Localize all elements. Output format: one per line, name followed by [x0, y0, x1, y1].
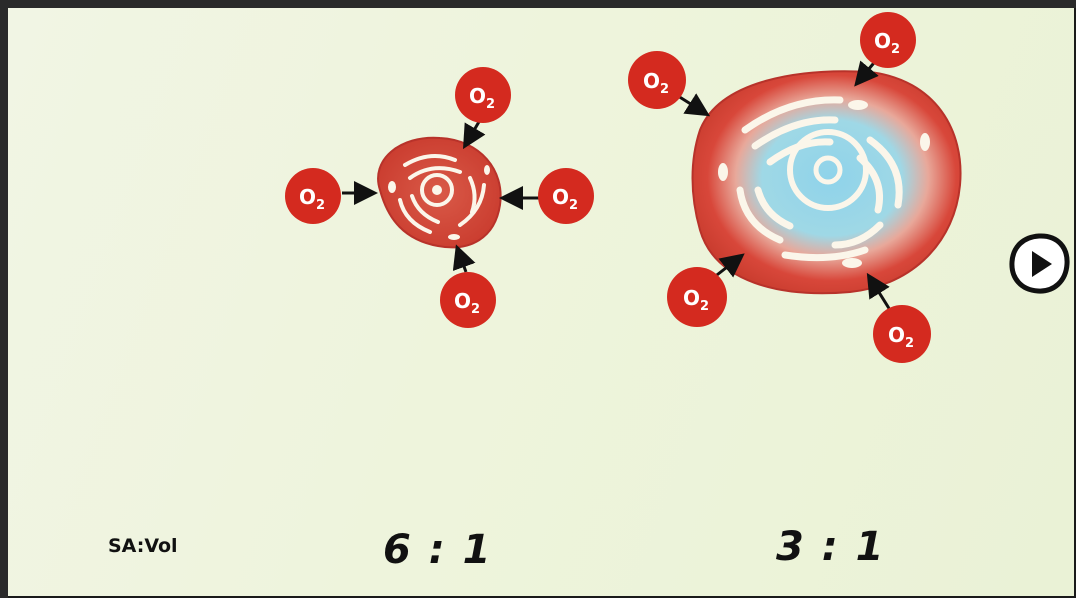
o2-molecule: O 2	[285, 168, 341, 224]
o2-molecule: O 2	[440, 272, 496, 328]
o2-subscript: 2	[891, 42, 900, 57]
o2-molecule: O 2	[538, 168, 594, 224]
o2-subscript: 2	[660, 82, 669, 97]
o2-label: O	[552, 185, 569, 209]
small-cell-organelles	[398, 154, 486, 234]
small-nucleus	[420, 173, 454, 207]
diagram: O 2 O 2 O 2 O 2 O 2 O 2 O	[285, 12, 962, 363]
o2-molecule: O 2	[667, 267, 727, 327]
o2-label: O	[683, 286, 700, 310]
o2-molecule: O 2	[860, 12, 916, 68]
o2-label: O	[454, 289, 471, 313]
small-cell-arrows	[342, 119, 540, 273]
o2-subscript: 2	[569, 198, 578, 213]
o2-subscript: 2	[700, 299, 709, 314]
slide-canvas: O 2 O 2 O 2 O 2 O 2 O 2 O	[8, 8, 1074, 596]
small-cell	[377, 136, 502, 249]
o2-molecule: O 2	[455, 67, 511, 123]
o2-subscript: 2	[471, 302, 480, 317]
o2-label: O	[469, 84, 486, 108]
o2-subscript: 2	[905, 336, 914, 351]
o2-label: O	[643, 69, 660, 93]
large-nucleus	[787, 129, 869, 211]
o2-molecule: O 2	[873, 305, 931, 363]
o2-label: O	[874, 29, 891, 53]
play-button[interactable]	[1006, 231, 1072, 297]
large-cell	[691, 70, 962, 295]
sa-vol-label: SA:Vol	[108, 535, 178, 557]
large-cell-ratio: 3 : 1	[776, 524, 886, 570]
small-cell-ratio: 6 : 1	[383, 527, 493, 573]
frame-border-top	[0, 0, 1076, 8]
o2-subscript: 2	[486, 97, 495, 112]
play-icon	[1009, 233, 1070, 294]
o2-molecule: O 2	[628, 51, 686, 109]
o2-subscript: 2	[316, 198, 325, 213]
o2-label: O	[888, 323, 905, 347]
frame-border-left	[0, 0, 8, 598]
o2-label: O	[299, 185, 316, 209]
